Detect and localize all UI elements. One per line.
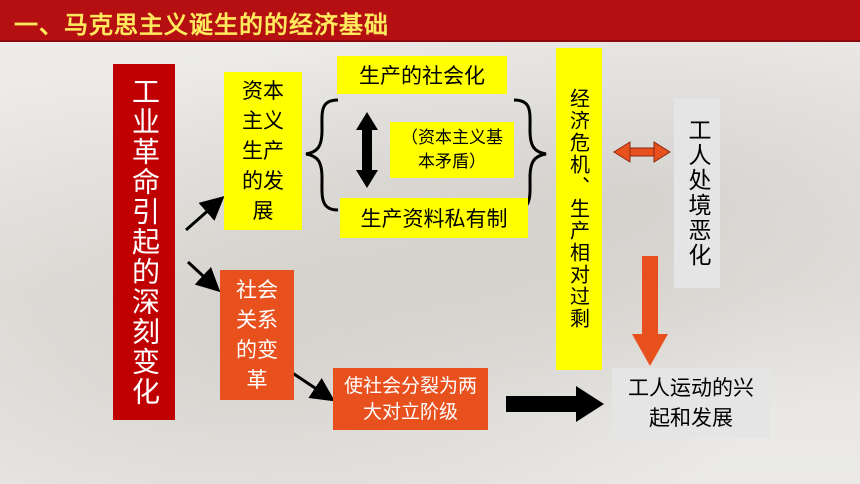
basic-contradiction-box: （资本主义基本矛盾） [390,122,514,178]
private-ownership-box: 生产资料私有制 [340,198,528,238]
title-bar: 一、马克思主义诞生的的经济基础 [0,0,860,42]
society-split-box: 使社会分裂为两大对立阶级 [333,368,488,430]
socialized-production-box: 生产的社会化 [337,56,507,94]
social-relations-box: 社会关系的变革 [220,270,294,400]
socialized-production-text: 生产的社会化 [359,64,485,88]
red-double-arrow [613,141,671,163]
workers-condition-box: 工人处境恶化 [674,98,720,288]
big-black-arrow [506,386,604,422]
society-split-text: 使社会分裂为两大对立阶级 [343,375,477,423]
arrow-to-social-relations [186,260,221,293]
capitalist-production-box: 资本主义生产的发展 [224,72,302,230]
industrial-revolution-text: 工业革命引起的深刻变化 [128,77,161,407]
page-title: 一、马克思主义诞生的的经济基础 [14,11,389,39]
right-brace [513,98,547,212]
capitalist-production-text: 资本主义生产的发展 [242,79,284,223]
arrow-to-split [287,368,335,402]
social-relations-text: 社会关系的变革 [236,278,278,392]
workers-movement-box: 工人运动的兴起和发展 [612,368,770,438]
industrial-revolution-box: 工业革命引起的深刻变化 [113,64,175,420]
private-ownership-text: 生产资料私有制 [360,207,508,231]
contradiction-double-arrow [356,112,378,188]
economic-crisis-box: 经济危机、生产相对过剩 [556,48,602,370]
arrow-to-production [185,196,225,232]
economic-crisis-text: 经济危机、生产相对过剩 [566,88,591,330]
workers-condition-text: 工人处境恶化 [684,118,710,268]
left-brace [305,98,339,212]
basic-contradiction-text: （资本主义基本矛盾） [401,128,503,172]
workers-movement-text: 工人运动的兴起和发展 [628,376,754,430]
red-down-arrow [632,256,668,366]
